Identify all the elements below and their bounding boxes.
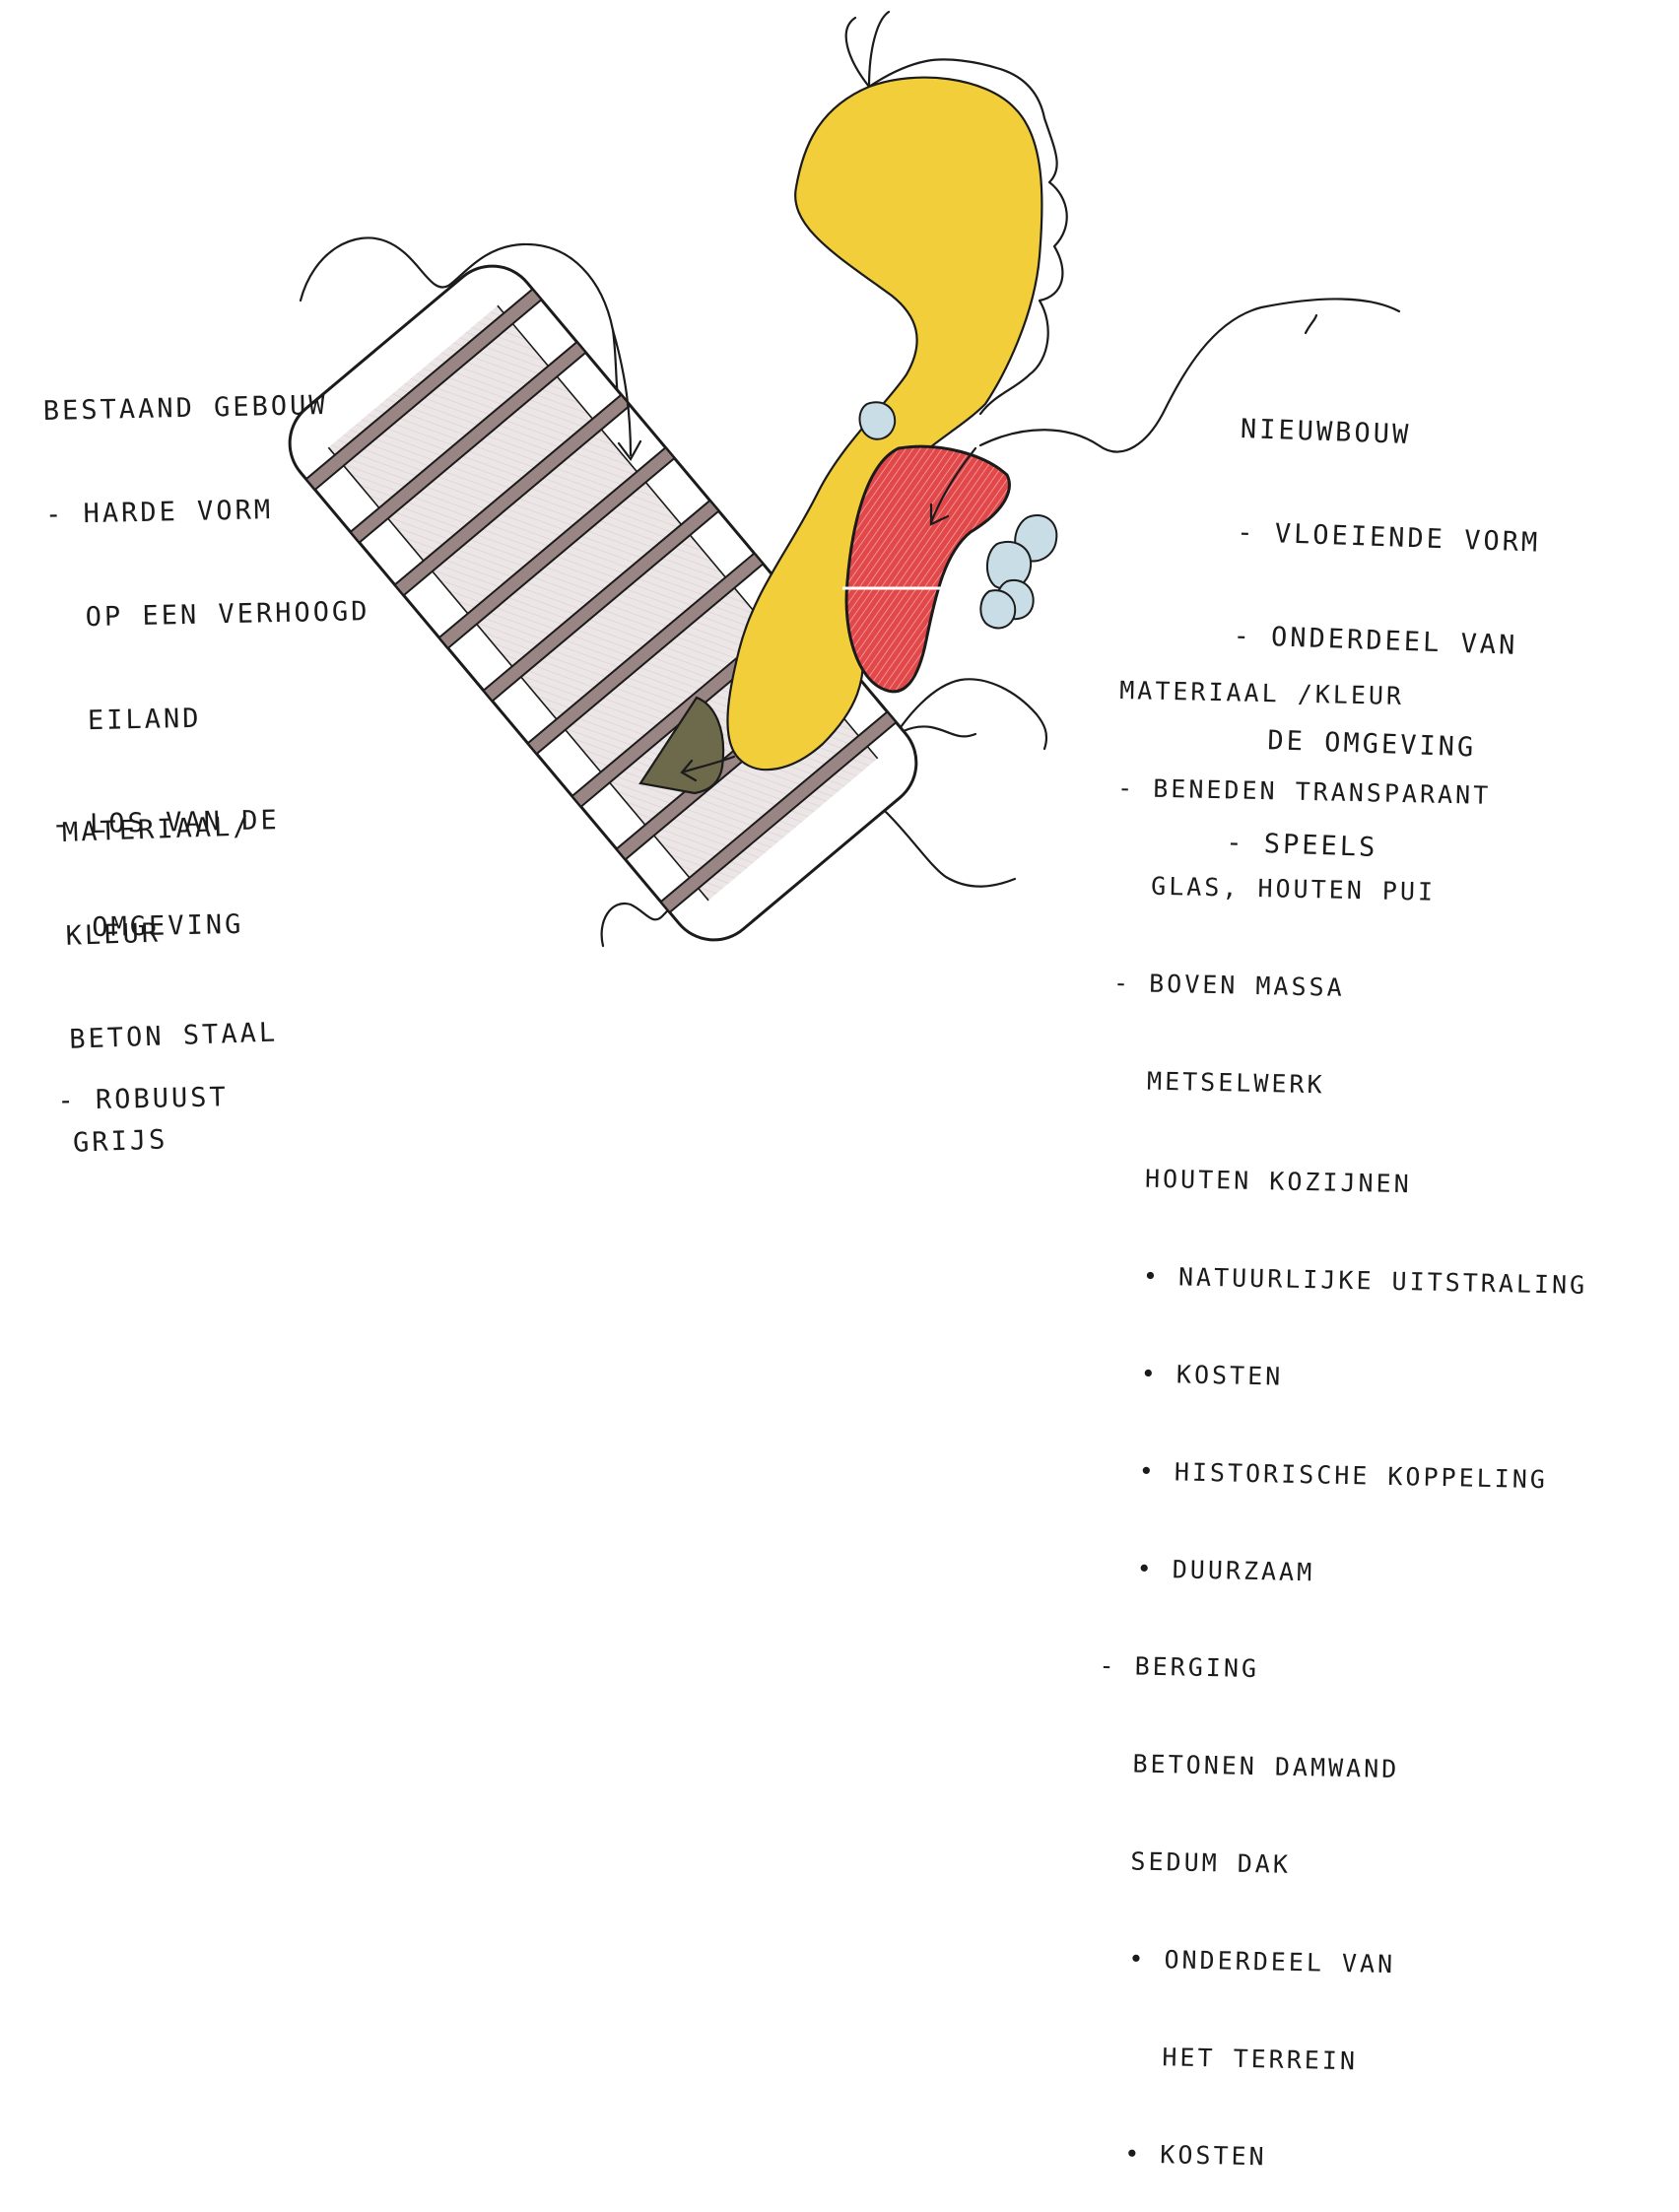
note-line: • KOSTEN <box>1089 2137 1570 2179</box>
note-material-left: MATERIAAL/ KLEUR BETON STAAL GRIJS <box>59 740 284 1195</box>
rock <box>860 402 896 439</box>
rock <box>980 590 1015 628</box>
note-line: • HISTORISCHE KOPPELING <box>1103 1454 1583 1497</box>
note-line: BETON STAAL <box>69 1015 279 1056</box>
note-line: EILAND <box>49 698 372 739</box>
note-line: SEDUM DAK <box>1095 1844 1576 1887</box>
note-line: METSELWERK <box>1111 1064 1592 1106</box>
note-line: GLAS, HOUTEN PUI <box>1115 869 1596 911</box>
note-line: HOUTEN KOZIJNEN <box>1109 1162 1590 1204</box>
note-line: KLEUR <box>65 912 275 954</box>
contour-newbuild-tick <box>1306 315 1316 333</box>
note-heading: MATERIAAL /KLEUR <box>1119 674 1600 716</box>
note-line: GRIJS <box>72 1118 282 1160</box>
note-material-right: MATERIAAL /KLEUR - BENEDEN TRANSPARANT G… <box>1088 609 1601 2212</box>
note-line: OP EEN VERHOOGD <box>47 594 370 636</box>
note-line: • NATUURLIJKE UITSTRALING <box>1107 1259 1587 1302</box>
note-line: MATERIAAL/ <box>61 809 271 850</box>
note-line: - BOVEN MASSA <box>1113 967 1594 1009</box>
note-line: • DUURZAAM <box>1101 1552 1581 1594</box>
note-line: - VLOEIENDE VORM <box>1237 515 1541 561</box>
note-line: HET TERREIN <box>1091 2040 1572 2082</box>
note-line: • KOSTEN <box>1105 1357 1585 1399</box>
note-line: • ONDERDEEL VAN <box>1093 1942 1574 1984</box>
note-line: BETONEN DAMWAND <box>1097 1747 1578 1789</box>
note-line: - HARDE VORM <box>45 491 369 532</box>
note-heading: NIEUWBOUW <box>1240 412 1544 457</box>
note-line: - BERGING <box>1099 1649 1579 1692</box>
note-heading: BESTAAND GEBOUW <box>42 387 366 429</box>
note-line: - BENEDEN TRANSPARANT <box>1117 771 1598 814</box>
new-build-red <box>846 446 1009 692</box>
